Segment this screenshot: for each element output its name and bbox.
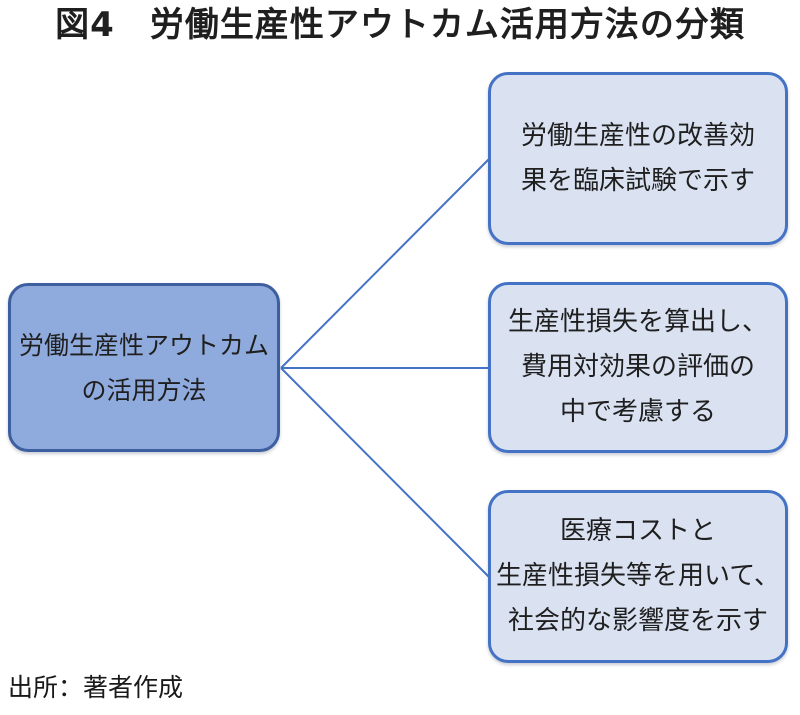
branch-box-clinical-trial: 労働生産性の改善効 果を臨床試験で示す bbox=[488, 72, 788, 245]
branch-box-line: 費用対効果の評価の bbox=[520, 352, 755, 382]
source-note: 出所：著者作成 bbox=[8, 673, 184, 702]
branch-box-line: 社会的な影響度を示す bbox=[507, 606, 768, 636]
branch-box-line: 生産性損失等を用いて、 bbox=[496, 561, 780, 591]
connector-line-bottom bbox=[280, 367, 490, 578]
root-box-productivity-outcome-usage: 労働生産性アウトカム の活用方法 bbox=[8, 283, 280, 452]
branch-box-cost-effectiveness: 生産性損失を算出し、 費用対効果の評価の 中で考慮する bbox=[488, 282, 788, 453]
root-box-line: の活用方法 bbox=[81, 375, 207, 405]
branch-box-line: 労働生産性の改善効 bbox=[520, 120, 755, 151]
branch-box-line: 医療コストと bbox=[559, 516, 716, 546]
branch-box-social-impact: 医療コストと 生産性損失等を用いて、 社会的な影響度を示す bbox=[488, 490, 788, 663]
branch-box-line: 中で考慮する bbox=[559, 397, 716, 427]
root-box-line: 労働生産性アウトカム bbox=[18, 330, 269, 360]
figure-title: 図4 労働生産性アウトカム活用方法の分類 bbox=[55, 5, 745, 45]
branch-box-line: 生産性損失を算出し、 bbox=[507, 307, 768, 337]
branch-box-line: 果を臨床試験で示す bbox=[520, 165, 755, 196]
connector-line-top bbox=[280, 158, 490, 369]
